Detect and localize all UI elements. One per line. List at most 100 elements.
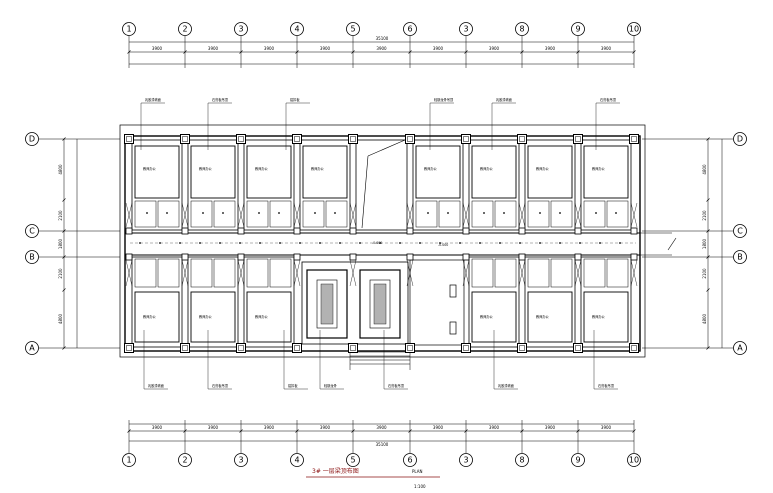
column-small [237, 253, 245, 261]
top-bay-dim-tick [408, 50, 412, 54]
room-label-top: 教师办公 [199, 166, 213, 171]
ceiling-sub-bottom [246, 258, 269, 288]
top-bay-dim-text: 3900 [152, 46, 163, 51]
ceiling-sub-bottom [527, 258, 550, 288]
ceiling-sub-top [438, 200, 461, 228]
top-bay-dim-text: 3900 [489, 46, 500, 51]
ceiling-sub-top [583, 200, 606, 228]
corridor-light [619, 242, 621, 244]
annotation-bottom: 轻钢龙骨 [324, 383, 337, 388]
left-dim-tick [62, 137, 66, 141]
annotation-bottom: 石膏板吊顶 [212, 383, 229, 388]
column [629, 134, 639, 144]
meeting-ceiling [306, 269, 348, 339]
office-room-top [468, 139, 520, 231]
office-room-top [299, 139, 351, 231]
grid-label-right: D [737, 135, 743, 144]
corridor-light [419, 242, 421, 244]
office-room-top [412, 139, 464, 231]
corridor-break [667, 237, 677, 251]
grid-bubble-top [459, 22, 473, 36]
grid-bubble-right [733, 250, 747, 264]
drawing-title: 3# 一层梁顶布图 PLAN 1:100 [312, 467, 426, 489]
column-small [406, 253, 414, 261]
column-core [575, 136, 581, 142]
grid-label-top: 1 [126, 25, 131, 34]
ceiling-sub-bottom [583, 258, 606, 288]
grid-label-bottom: 6 [407, 456, 412, 465]
grid-bubble-top [234, 22, 248, 36]
top-bay-dim-text: 3900 [601, 46, 612, 51]
corridor-light [439, 242, 441, 244]
column-core [182, 136, 188, 142]
right-dim-tick [706, 255, 710, 259]
bottom-bay-dim-text: 3900 [152, 425, 163, 430]
wall-hatch [181, 259, 189, 287]
light-dot [166, 212, 168, 214]
column-small [462, 253, 470, 261]
grid-bubble-top [571, 22, 585, 36]
ceiling-sub-bottom [134, 258, 157, 288]
grid-bubble-right [733, 341, 747, 355]
ceiling-sub-top [606, 200, 629, 228]
office-room-bottom [580, 256, 632, 348]
light-dot [615, 212, 617, 214]
bottom-bay-dim-text: 3900 [264, 425, 275, 430]
right-dim-text: 2100 [702, 268, 707, 279]
room-label-bottom: 教师办公 [536, 314, 550, 319]
column [124, 343, 134, 353]
room-label-top: 教师办公 [480, 166, 494, 171]
grid-label-bottom: 4 [294, 456, 299, 465]
meeting-ceiling-inner [369, 279, 391, 329]
grid-bubble-bottom [346, 453, 360, 467]
column-small [125, 253, 133, 261]
wall-hatch [518, 259, 526, 287]
bottom-bay-dim-text: 3900 [601, 425, 612, 430]
top-bay-dim-text: 3900 [264, 46, 275, 51]
top-bay-dim-tick [239, 50, 243, 54]
grid-label-left: A [29, 344, 35, 353]
room-label-bottom: 教师办公 [255, 314, 269, 319]
column-small [518, 227, 526, 235]
top-bay-dim-tick [464, 50, 468, 54]
grid-bubble-right [733, 132, 747, 146]
annotation-top: 乳胶漆墙面 [496, 97, 512, 102]
ceiling-sub-top [157, 200, 180, 228]
column-core [350, 136, 356, 142]
corridor-light [199, 242, 201, 244]
corridor-light [559, 242, 561, 244]
grid-bubble-top [290, 22, 304, 36]
level-mark-right: -0.000 [438, 243, 448, 247]
annotations: 乳胶漆墙面石膏板吊顶铝扣板轻钢龙骨吊顶乳胶漆墙面石膏板吊顶乳胶漆墙面石膏板吊顶铝… [140, 97, 620, 478]
ceiling-sub-bottom [494, 258, 517, 288]
light-dot [202, 212, 204, 214]
grid-label-top: 9 [575, 25, 580, 34]
bottom-bay-dim-text: 3900 [489, 425, 500, 430]
office-room-bottom [243, 256, 295, 348]
column-small [574, 227, 582, 235]
column [461, 134, 471, 144]
bottom-bay-dim-tick [464, 429, 468, 433]
bottom-bay-dim-tick [183, 429, 187, 433]
top-bay-dim-text: 3900 [320, 46, 331, 51]
wall-hatch [293, 259, 301, 287]
column [236, 134, 246, 144]
column-small [181, 227, 189, 235]
right-dim-text: 2100 [702, 210, 707, 221]
right-dim-text: 4800 [702, 164, 707, 175]
ceiling-sub-bottom [606, 258, 629, 288]
column [405, 134, 415, 144]
column [573, 343, 583, 353]
wall-hatch [349, 202, 357, 228]
office-room-top [580, 139, 632, 231]
meeting-ceiling-inner [316, 279, 338, 329]
bottom-bay-dim-text: 3900 [433, 425, 444, 430]
column-small [349, 227, 357, 235]
column-core [631, 136, 637, 142]
corridor-light [459, 242, 461, 244]
light-dot [258, 212, 260, 214]
office-room-top [243, 139, 295, 231]
grid-label-left: B [29, 253, 35, 262]
wall-hatch [349, 259, 357, 287]
left-dim-tick [62, 229, 66, 233]
